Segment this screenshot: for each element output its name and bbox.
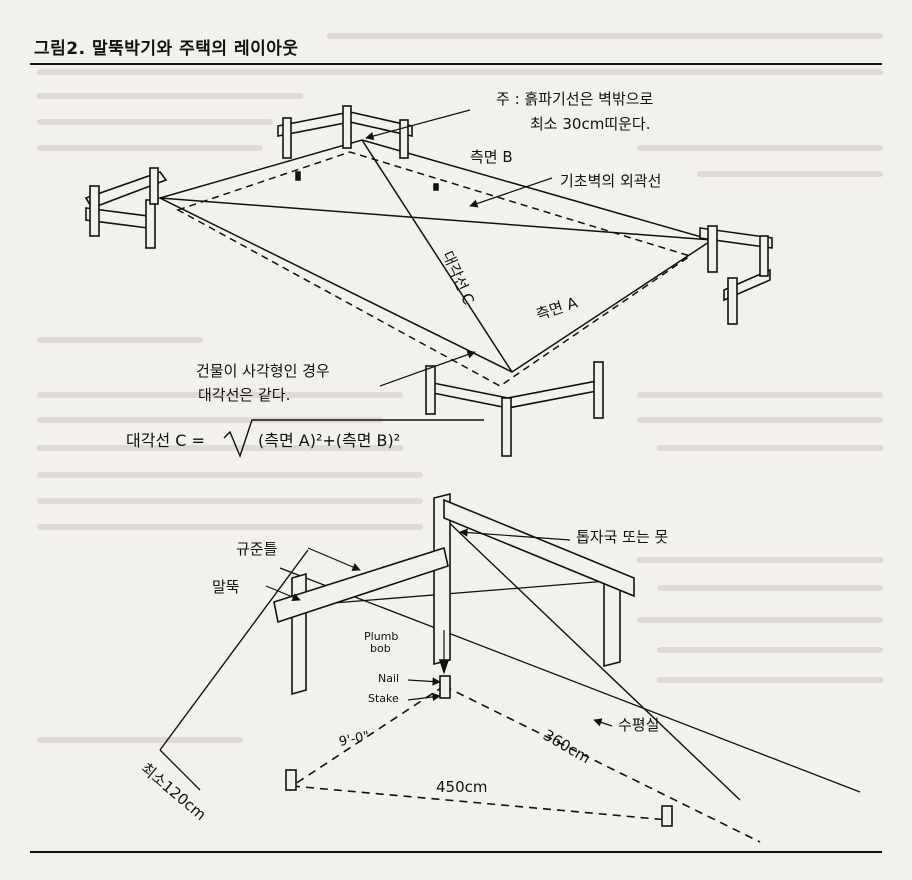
formula-lhs: 대각선 C = bbox=[126, 431, 205, 450]
stake-en-label: Stake bbox=[368, 692, 399, 705]
diagonal-line-1 bbox=[159, 197, 713, 241]
batter-board-bottom bbox=[425, 361, 604, 457]
level-string bbox=[279, 567, 861, 793]
front-stake-right bbox=[661, 805, 673, 827]
small-stake bbox=[295, 171, 301, 181]
batter-board-right bbox=[699, 225, 773, 325]
small-stake bbox=[433, 183, 439, 191]
batter-board-left bbox=[84, 167, 168, 249]
top-leader-lines bbox=[365, 109, 553, 387]
dim-450-label: 450cm bbox=[436, 778, 488, 796]
batter-board-label: 규준틀 bbox=[236, 540, 277, 558]
dim-360-label: 360cm bbox=[540, 726, 594, 767]
level-line-label: 수평실 bbox=[618, 716, 659, 734]
front-stake-left bbox=[285, 769, 297, 791]
diagonal-c-label: 대각선 C bbox=[438, 248, 477, 307]
layout-line-left bbox=[159, 549, 309, 751]
excavation-note-line1: 주 : 흙파기선은 벽밖으로 bbox=[496, 90, 654, 108]
cross-string bbox=[295, 579, 621, 607]
dashed-right bbox=[443, 685, 761, 843]
foundation-outline-label: 기초벽의 외곽선 bbox=[560, 172, 661, 190]
layout-line-right bbox=[439, 513, 741, 801]
bottom-leader-lines bbox=[265, 528, 613, 727]
stake-label: 말뚝 bbox=[212, 578, 240, 596]
post-center bbox=[433, 492, 451, 666]
diagonal-line-2 bbox=[361, 139, 513, 373]
batter-board-right-rail bbox=[443, 498, 635, 598]
dashed-to-front-stake bbox=[291, 685, 445, 787]
dim-120-label: 최소120cm bbox=[137, 759, 209, 824]
plumb-bob bbox=[438, 659, 450, 675]
bottom-batter-board-diagram bbox=[159, 492, 861, 843]
batter-board-left-rail bbox=[273, 546, 449, 624]
sqrt-sign bbox=[223, 419, 484, 458]
figure-title: 그림2. 말뚝박기와 주택의 레이아웃 bbox=[34, 39, 299, 59]
dashed-back-stakes bbox=[291, 785, 669, 821]
foundation-outline-dashed bbox=[176, 151, 692, 387]
nail-label: Nail bbox=[378, 672, 399, 685]
saw-kerf-label: 톱자국 또는 못 bbox=[576, 528, 668, 546]
top-layout-diagram bbox=[84, 105, 773, 457]
side-a-label: 측면 A bbox=[534, 293, 581, 324]
dim-9ft-label: 9'-0" bbox=[338, 729, 371, 750]
side-b-label: 측면 B bbox=[470, 148, 513, 166]
formula-rhs: (측면 A)²+(측면 B)² bbox=[258, 431, 400, 450]
plumb-bob-label-line2: bob bbox=[370, 642, 391, 655]
batter-board-top bbox=[277, 105, 413, 159]
excavation-note-line2: 최소 30cm띠운다. bbox=[530, 115, 650, 133]
plumb-bob-label-line1: Plumb bbox=[364, 630, 398, 643]
rectangle-note-line2: 대각선은 같다. bbox=[198, 386, 290, 404]
center-stake bbox=[439, 675, 451, 699]
rectangle-note-line1: 건물이 사각형인 경우 bbox=[196, 362, 330, 380]
